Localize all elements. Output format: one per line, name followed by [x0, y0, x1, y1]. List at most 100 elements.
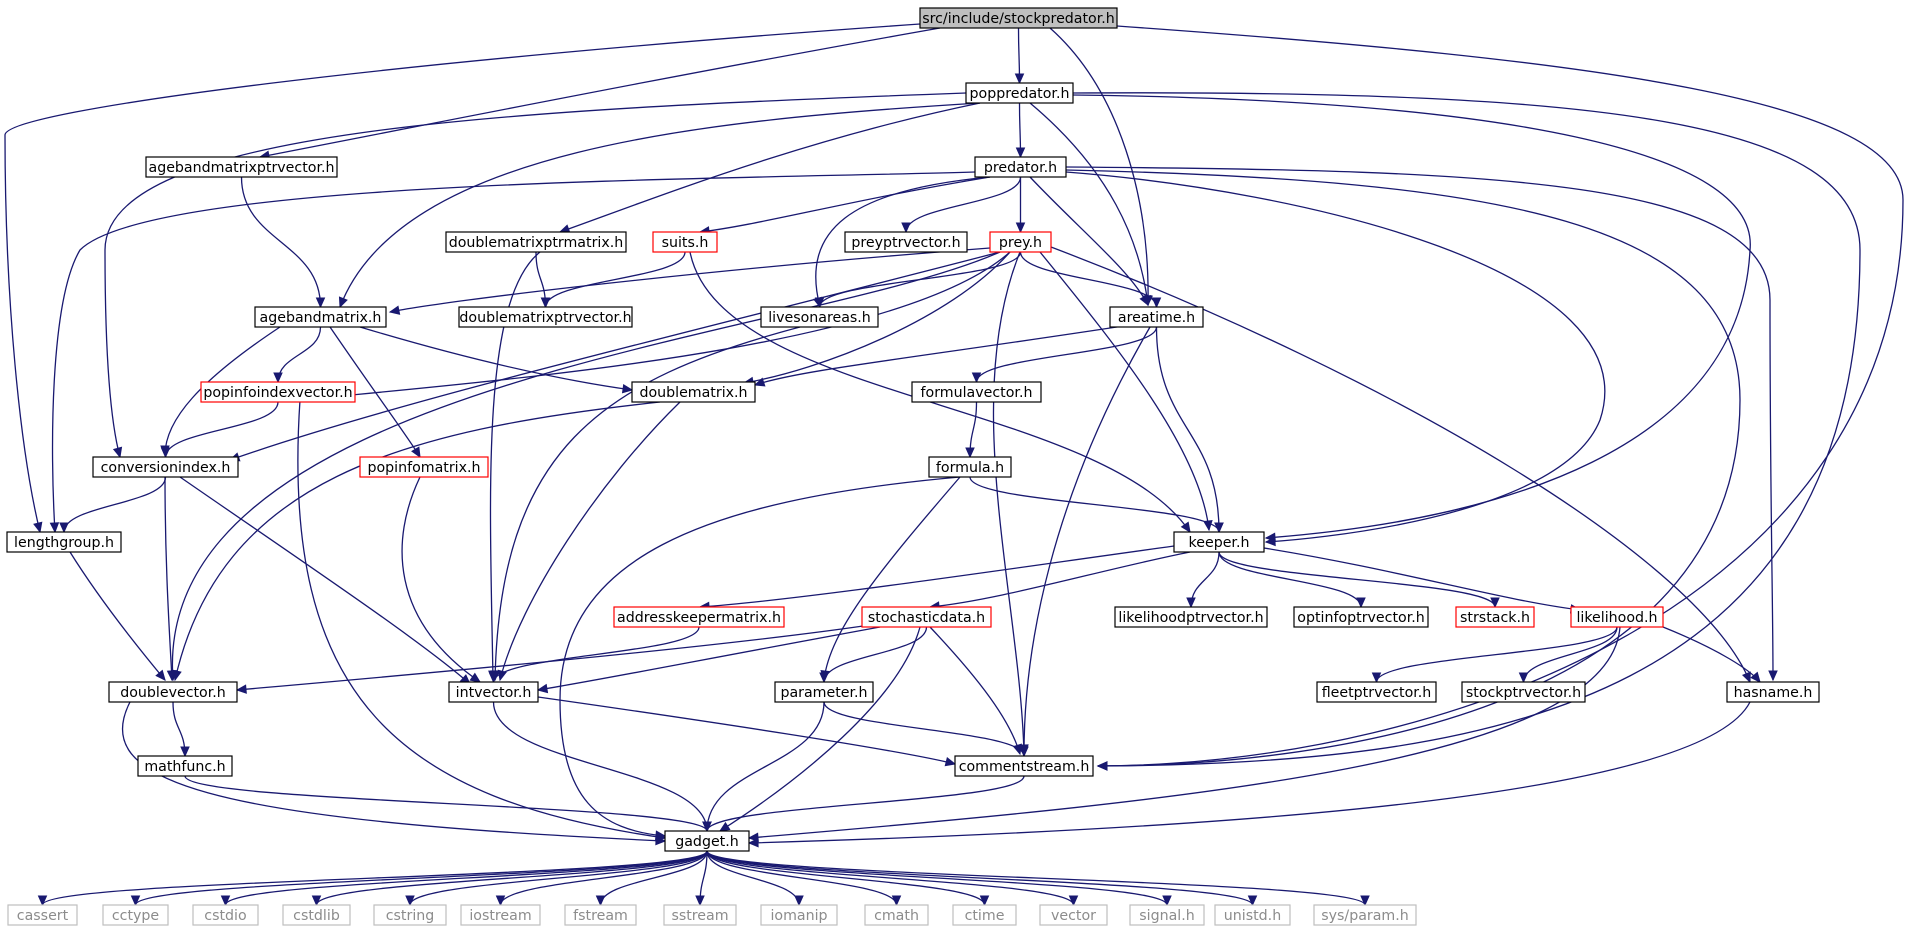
edge-keeper-to-strstack — [1218, 551, 1496, 608]
edge-doublematrix-to-doublevector — [174, 401, 661, 681]
node-box-fstream — [564, 904, 637, 926]
node-agebandmatrix[interactable]: agebandmatrix.h — [254, 306, 387, 328]
node-doublematrixptrmatrix[interactable]: doublematrixptrmatrix.h — [445, 231, 627, 253]
node-label-formulavector: formulavector.h — [921, 385, 1033, 401]
node-box-doublematrixptrvector — [458, 306, 633, 328]
node-box-formulavector — [911, 381, 1042, 403]
node-predator[interactable]: predator.h — [974, 156, 1067, 178]
node-label-addresskeepermatrix: addresskeepermatrix.h — [617, 610, 781, 626]
node-mathfunc[interactable]: mathfunc.h — [137, 755, 233, 777]
node-label-intvector: intvector.h — [456, 685, 532, 701]
node-likelihood[interactable]: likelihood.h — [1570, 606, 1664, 628]
edge-predator-to-hasname-arrowhead — [1768, 670, 1778, 682]
edge-commentstream-to-gadget — [706, 775, 1025, 832]
node-stockpredator[interactable]: src/include/stockpredator.h — [919, 7, 1118, 29]
node-box-signal — [1129, 904, 1205, 926]
node-label-agebandmatrixptrvector: agebandmatrixptrvector.h — [149, 160, 335, 176]
node-formulavector[interactable]: formulavector.h — [911, 381, 1042, 403]
node-cmath[interactable]: cmath — [864, 904, 929, 926]
node-iostream[interactable]: iostream — [460, 904, 541, 926]
node-optinfoptrvector[interactable]: optinfoptrvector.h — [1293, 606, 1429, 628]
node-label-cassert: cassert — [17, 908, 69, 924]
node-label-cstdlib: cstdlib — [293, 908, 340, 924]
node-stockptrvector[interactable]: stockptrvector.h — [1461, 681, 1586, 703]
edge-prey-to-keeper — [1039, 251, 1210, 531]
node-box-cstdlib — [282, 904, 351, 926]
node-formula[interactable]: formula.h — [928, 456, 1012, 478]
edge-poppredator-to-commentstream — [1072, 92, 1861, 767]
node-intvector[interactable]: intvector.h — [448, 681, 539, 703]
node-popinfomatrix[interactable]: popinfomatrix.h — [359, 456, 489, 478]
node-prey[interactable]: prey.h — [989, 231, 1052, 253]
node-parameter[interactable]: parameter.h — [774, 681, 874, 703]
node-vector[interactable]: vector — [1039, 904, 1108, 926]
node-sysparam[interactable]: sys/param.h — [1313, 904, 1417, 926]
edge-conversionindex-to-lengthgroup-arrowhead — [59, 522, 69, 534]
node-label-sstream: sstream — [671, 908, 728, 924]
node-conversionindex[interactable]: conversionindex.h — [92, 456, 239, 478]
node-popinfoindexvector[interactable]: popinfoindexvector.h — [200, 381, 356, 403]
node-box-doublematrixptrmatrix — [445, 231, 627, 253]
node-hasname[interactable]: hasname.h — [1726, 681, 1820, 703]
edge-gadget-to-unistd — [706, 850, 1254, 906]
node-box-stochasticdata — [861, 606, 992, 628]
node-ctime[interactable]: ctime — [952, 904, 1017, 926]
node-box-stockpredator — [919, 7, 1118, 29]
edge-gadget-to-sstream-arrowhead — [695, 895, 705, 907]
node-cstdlib[interactable]: cstdlib — [282, 904, 351, 926]
edge-areatime-to-keeper — [1155, 326, 1220, 533]
node-stochasticdata[interactable]: stochasticdata.h — [861, 606, 992, 628]
node-iomanip[interactable]: iomanip — [760, 904, 838, 926]
node-unistd[interactable]: unistd.h — [1214, 904, 1291, 926]
edge-gadget-to-cstring — [409, 850, 708, 906]
node-likelihoodptrvector[interactable]: likelihoodptrvector.h — [1114, 606, 1268, 628]
node-signal[interactable]: signal.h — [1129, 904, 1205, 926]
edge-intvector-to-gadget — [492, 701, 708, 832]
node-doublematrixptrvector[interactable]: doublematrixptrvector.h — [458, 306, 633, 328]
node-label-gadget: gadget.h — [675, 834, 739, 850]
node-cassert[interactable]: cassert — [7, 904, 78, 926]
edge-agebandmatrix-to-doublematrix-arrowhead — [621, 383, 634, 394]
node-suits[interactable]: suits.h — [652, 231, 718, 253]
node-addresskeepermatrix[interactable]: addresskeepermatrix.h — [613, 606, 785, 628]
node-gadget[interactable]: gadget.h — [664, 830, 750, 852]
node-lengthgroup[interactable]: lengthgroup.h — [6, 531, 122, 553]
node-keeper[interactable]: keeper.h — [1173, 531, 1265, 553]
node-poppredator[interactable]: poppredator.h — [965, 82, 1074, 104]
edge-prey-to-doublematrix — [743, 251, 1011, 384]
node-box-conversionindex — [92, 456, 239, 478]
node-label-mathfunc: mathfunc.h — [144, 759, 225, 775]
edge-predator-to-commentstream — [1065, 169, 1741, 767]
node-cctype[interactable]: cctype — [102, 904, 169, 926]
edge-gadget-to-ctime — [706, 850, 986, 906]
node-doublevector[interactable]: doublevector.h — [108, 681, 238, 703]
edge-prey-to-areatime — [1019, 251, 1158, 308]
node-cstdio[interactable]: cstdio — [192, 904, 259, 926]
node-strstack[interactable]: strstack.h — [1455, 606, 1535, 628]
node-doublematrix[interactable]: doublematrix.h — [631, 381, 756, 403]
node-box-cstdio — [192, 904, 259, 926]
node-box-suits — [652, 231, 718, 253]
node-label-likelihood: likelihood.h — [1576, 610, 1657, 626]
node-agebandmatrixptrvector[interactable]: agebandmatrixptrvector.h — [145, 156, 338, 178]
edge-likelihood-to-fleetptrvector — [1375, 626, 1618, 683]
node-fstream[interactable]: fstream — [564, 904, 637, 926]
node-box-vector — [1039, 904, 1108, 926]
edge-keeper-to-optinfoptrvector — [1218, 551, 1362, 608]
node-areatime[interactable]: areatime.h — [1109, 306, 1204, 328]
node-box-agebandmatrix — [254, 306, 387, 328]
node-cstring[interactable]: cstring — [373, 904, 447, 926]
node-sstream[interactable]: sstream — [663, 904, 737, 926]
edge-agebandmatrixptrvector-to-agebandmatrix — [240, 176, 322, 308]
node-box-gadget — [664, 830, 750, 852]
node-box-unistd — [1214, 904, 1291, 926]
node-livesonareas[interactable]: livesonareas.h — [760, 306, 879, 328]
edge-stochasticdata-to-doublevector — [236, 624, 871, 691]
node-commentstream[interactable]: commentstream.h — [954, 755, 1094, 777]
node-fleetptrvector[interactable]: fleetptrvector.h — [1316, 681, 1437, 703]
edge-areatime-to-formulavector-arrowhead — [971, 372, 982, 384]
edge-predator-to-suits — [699, 176, 991, 233]
edge-doublematrixptrmatrix-to-intvector — [489, 251, 541, 681]
edge-gadget-to-cctype — [134, 850, 708, 906]
node-preyptrvector[interactable]: preyptrvector.h — [844, 231, 968, 253]
